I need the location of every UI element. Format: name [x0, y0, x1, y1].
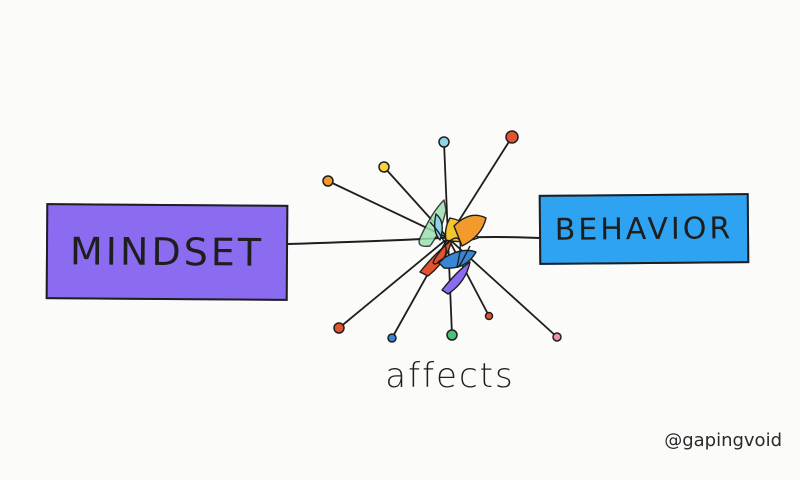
knot-blue	[437, 249, 477, 269]
behavior-box: BEHAVIOR	[538, 193, 750, 265]
yellow-dot	[378, 161, 390, 173]
affects-label: affects	[385, 356, 515, 396]
connector-line	[287, 236, 541, 245]
tangle-knot	[418, 199, 487, 295]
end-dots	[322, 130, 562, 343]
knot-cyan	[433, 213, 443, 241]
blue-dot	[387, 333, 397, 343]
pink-dot	[552, 332, 562, 342]
knot-tangle-lines	[429, 221, 471, 268]
red-dot-top	[505, 130, 519, 144]
green-dot	[446, 329, 458, 341]
mindset-box: MINDSET	[45, 203, 289, 301]
gapingvoid-credit: @gapingvoid	[664, 430, 782, 451]
red-dot-bottom-left	[333, 322, 345, 334]
small-red-dot	[484, 311, 494, 321]
knot-orange	[453, 214, 487, 247]
orange-dot	[322, 175, 334, 187]
light-blue-dot	[438, 136, 450, 148]
knot-purple	[441, 261, 471, 295]
